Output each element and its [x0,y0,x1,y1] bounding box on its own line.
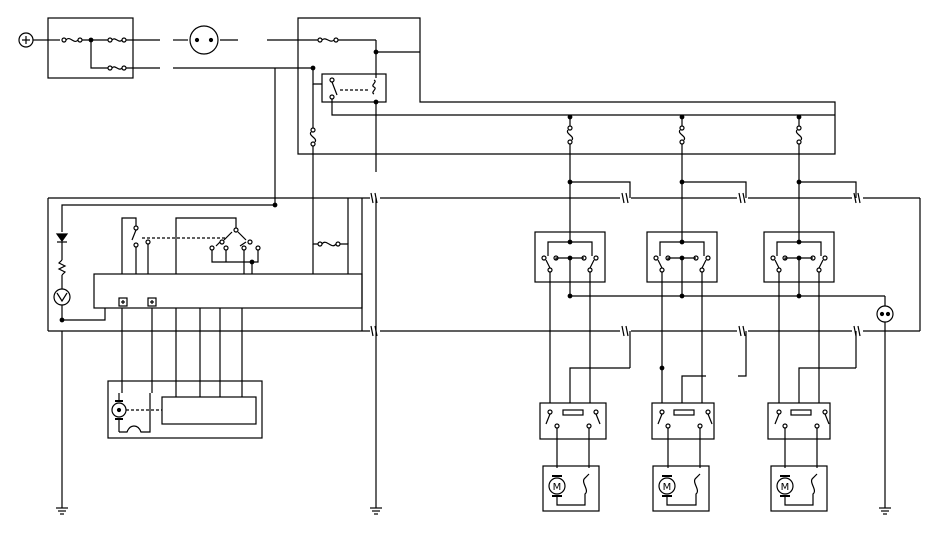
fuse-box [47,17,134,79]
battery-positive [18,32,34,48]
fuse-4 [317,37,339,43]
relay-box [321,73,387,103]
breaker-a [309,127,317,147]
motor-icon-3: M [776,473,818,506]
rocker-switch [209,227,261,251]
connector-icon [876,296,894,508]
fuse-3 [107,65,127,71]
breaker-group-3 [795,114,803,172]
control-unit [53,172,363,323]
diode-icon [55,233,69,243]
motor-small-icon [111,393,151,433]
resistor-icon [57,259,67,276]
fuse-main [61,37,83,43]
ground-icon [56,507,891,515]
switch-group-3: M [763,172,857,512]
breaker-group-1 [566,114,574,172]
control-module [93,273,363,309]
breaker-group-2 [678,114,686,172]
actuator-controller [161,396,257,425]
fuse-symbol-icon [118,297,157,307]
svg-text:M: M [553,482,562,493]
svg-text:M: M [663,482,672,493]
relay-switch [329,77,338,100]
breaker-b [317,241,341,247]
motor-icon-1: M [548,473,590,506]
fuse-2 [107,37,127,43]
relay-coil-icon [372,79,376,95]
switch-group-1: M [534,172,631,512]
indicator-lamp-icon [53,288,71,306]
motor-icon-2: M [658,473,701,506]
switch-group-2: M [646,172,747,512]
ignition-switch-icon [189,25,219,55]
svg-text:M: M [781,482,790,493]
actuator-box [107,380,263,439]
